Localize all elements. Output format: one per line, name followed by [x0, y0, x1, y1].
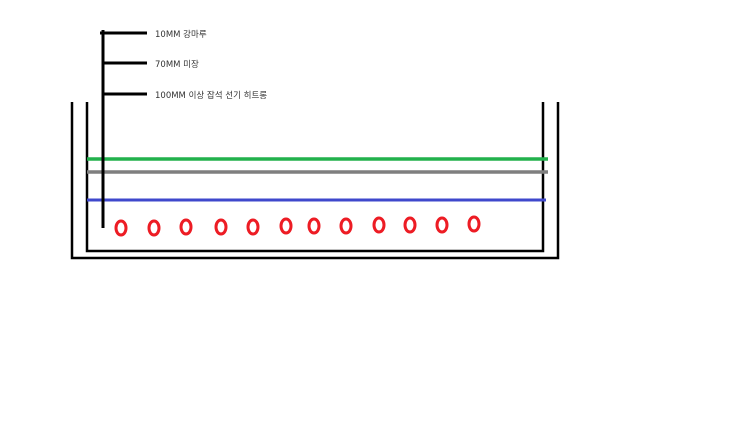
heating-pipe	[467, 215, 481, 233]
heating-pipe	[339, 217, 353, 235]
heating-pipe	[179, 218, 193, 236]
heating-pipe	[214, 218, 228, 236]
heating-pipe	[372, 216, 386, 234]
inner-wall	[85, 102, 545, 253]
tank-walls	[70, 102, 560, 260]
label-pointer	[100, 30, 147, 228]
heating-pipe	[246, 218, 260, 236]
heating-pipe	[279, 217, 293, 235]
heating-pipes	[114, 215, 481, 237]
heating-pipe	[435, 216, 449, 234]
heating-pipe	[403, 216, 417, 234]
heating-pipe	[114, 219, 128, 237]
label-stone-heating: 100MM 이상 잡석 선기 히트롱	[155, 90, 267, 101]
heating-pipe	[147, 219, 161, 237]
label-mortar: 70MM 미장	[155, 59, 199, 70]
label-finish-floor: 10MM 강마루	[155, 29, 207, 40]
outer-wall	[70, 102, 560, 260]
heating-pipe	[307, 217, 321, 235]
